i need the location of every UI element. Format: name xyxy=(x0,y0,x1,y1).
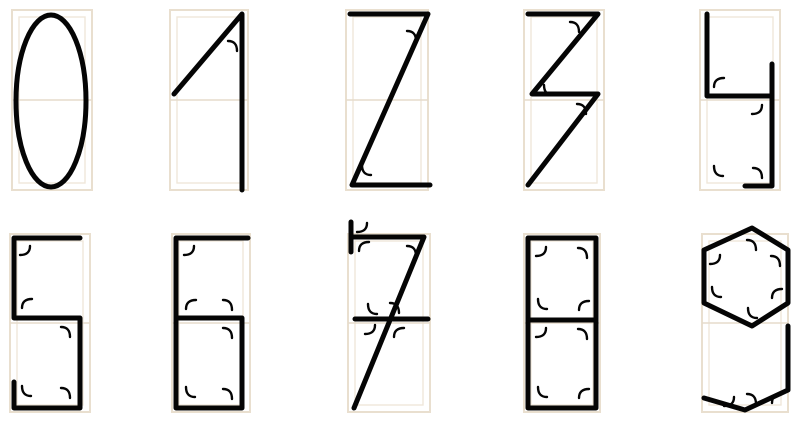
angle-mark xyxy=(61,388,70,398)
angle-mark xyxy=(228,41,237,51)
angle-mark xyxy=(714,166,723,176)
angle-mark xyxy=(357,223,367,232)
angle-mark xyxy=(186,300,196,309)
angle-mark xyxy=(223,300,232,310)
angle-mark xyxy=(753,168,762,178)
angle-mark xyxy=(710,255,720,264)
cell-frames xyxy=(10,10,788,412)
angle-mark xyxy=(362,165,371,175)
angle-mark xyxy=(748,308,757,318)
angle-mark xyxy=(61,327,70,337)
angle-mark xyxy=(747,394,756,404)
angle-mark xyxy=(223,328,232,338)
digit-9-glyph xyxy=(704,228,788,410)
angle-mark xyxy=(536,328,546,337)
digit-stroke xyxy=(707,14,772,96)
angle-mark xyxy=(22,299,32,308)
cell-frame xyxy=(172,234,250,412)
angle-mark xyxy=(570,22,579,32)
angle-mark xyxy=(771,256,780,266)
digit-0-glyph xyxy=(16,15,86,187)
angle-mark xyxy=(368,304,377,314)
angle-mark xyxy=(536,247,546,256)
angle-mark xyxy=(365,325,375,334)
cell-frame xyxy=(524,234,600,412)
cell-frame xyxy=(12,10,92,190)
angle-mark xyxy=(578,248,587,258)
angle-mark xyxy=(20,246,30,255)
angle-mark xyxy=(359,242,369,251)
digit-stroke xyxy=(745,64,772,186)
angle-mark xyxy=(579,301,589,310)
digit-glyphs xyxy=(14,14,788,410)
digit-stroke xyxy=(16,15,86,187)
angle-mark xyxy=(714,78,724,87)
angle-mark xyxy=(394,328,404,337)
digit-stroke xyxy=(704,228,788,326)
digit-stroke xyxy=(704,326,788,410)
angle-mark xyxy=(22,386,31,396)
angle-mark xyxy=(752,105,762,114)
angle-mark xyxy=(538,299,547,309)
angle-mark xyxy=(186,387,195,397)
digit-1-glyph xyxy=(174,14,242,190)
cell-frame xyxy=(700,10,780,190)
angle-mark xyxy=(578,329,587,339)
cell-frame xyxy=(170,10,248,190)
angle-mark xyxy=(184,246,194,255)
angle-mark xyxy=(538,387,547,397)
angle-mark xyxy=(223,389,232,399)
angle-mark xyxy=(712,287,721,297)
angle-mark xyxy=(579,389,589,398)
digit-7-glyph xyxy=(351,222,428,408)
